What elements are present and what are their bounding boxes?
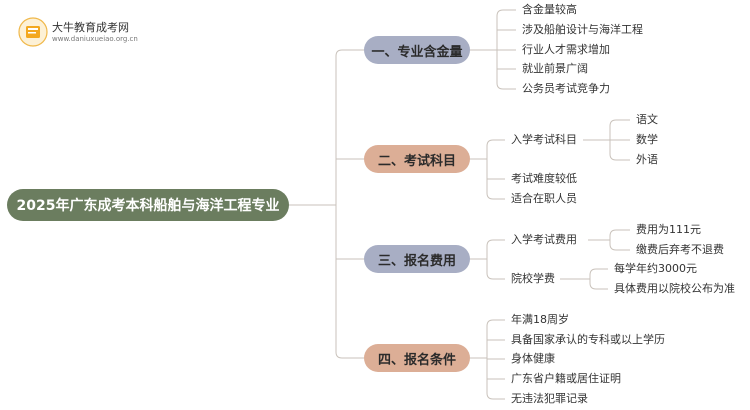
branch-connector — [486, 319, 505, 358]
sub-connector — [609, 119, 630, 140]
leaf-node: 广东省户籍或居住证明 — [511, 372, 621, 385]
logo-url: www.daniuxueiao.org.cn — [52, 35, 138, 43]
sub-node: 入学考试费用 — [511, 233, 577, 246]
site-logo: 大牛教育成考网 www.daniuxueiao.org.cn — [18, 17, 138, 47]
branch-connector — [496, 9, 516, 50]
leaf-node: 具体费用以院校公布为准 — [614, 282, 735, 295]
branch-connector — [496, 50, 516, 90]
branch-connector — [486, 259, 505, 280]
leaf-node: 含金量较高 — [522, 3, 577, 16]
branch-fees: 三、报名费用 — [364, 245, 470, 273]
branch-connector — [486, 159, 505, 200]
leaf-node: 数学 — [636, 133, 658, 146]
logo-title: 大牛教育成考网 — [52, 21, 129, 34]
sub-connector — [609, 140, 630, 161]
root-connector — [335, 205, 364, 359]
leaf-node: 缴费后弃考不退费 — [636, 243, 724, 256]
leaf-node: 语文 — [636, 113, 658, 126]
root-connector — [335, 49, 364, 205]
leaf-node: 费用为111元 — [636, 223, 701, 236]
book-icon — [18, 17, 48, 47]
leaf-node: 涉及船舶设计与海洋工程 — [522, 23, 643, 36]
leaf-node: 公务员考试竞争力 — [522, 82, 610, 95]
branch-connector — [486, 358, 505, 400]
leaf-node: 无违法犯罪记录 — [511, 392, 588, 405]
branch-subjects: 二、考试科目 — [364, 145, 470, 173]
leaf-node: 每学年约3000元 — [614, 262, 697, 275]
leaf-node: 年满18周岁 — [511, 313, 569, 326]
branch-quality: 一、专业含金量 — [364, 36, 470, 64]
leaf-node: 行业人才需求增加 — [522, 43, 610, 56]
sub-connector — [609, 240, 630, 251]
sub-node: 院校学费 — [511, 272, 555, 285]
leaf-node: 外语 — [636, 153, 658, 166]
sub-connector — [609, 229, 630, 240]
leaf-node: 具备国家承认的专科或以上学历 — [511, 333, 665, 346]
root-node: 2025年广东成考本科船舶与海洋工程专业 — [7, 189, 289, 221]
branch-requirements: 四、报名条件 — [364, 344, 470, 372]
branch-connector — [486, 139, 505, 159]
leaf-node: 就业前景广阔 — [522, 62, 588, 75]
leaf-node: 考试难度较低 — [511, 172, 577, 185]
sub-connector — [589, 268, 608, 279]
branch-connector — [486, 239, 505, 259]
leaf-node: 适合在职人员 — [511, 192, 577, 205]
leaf-node: 身体健康 — [511, 352, 555, 365]
sub-node: 入学考试科目 — [511, 133, 577, 146]
sub-connector — [589, 279, 608, 290]
